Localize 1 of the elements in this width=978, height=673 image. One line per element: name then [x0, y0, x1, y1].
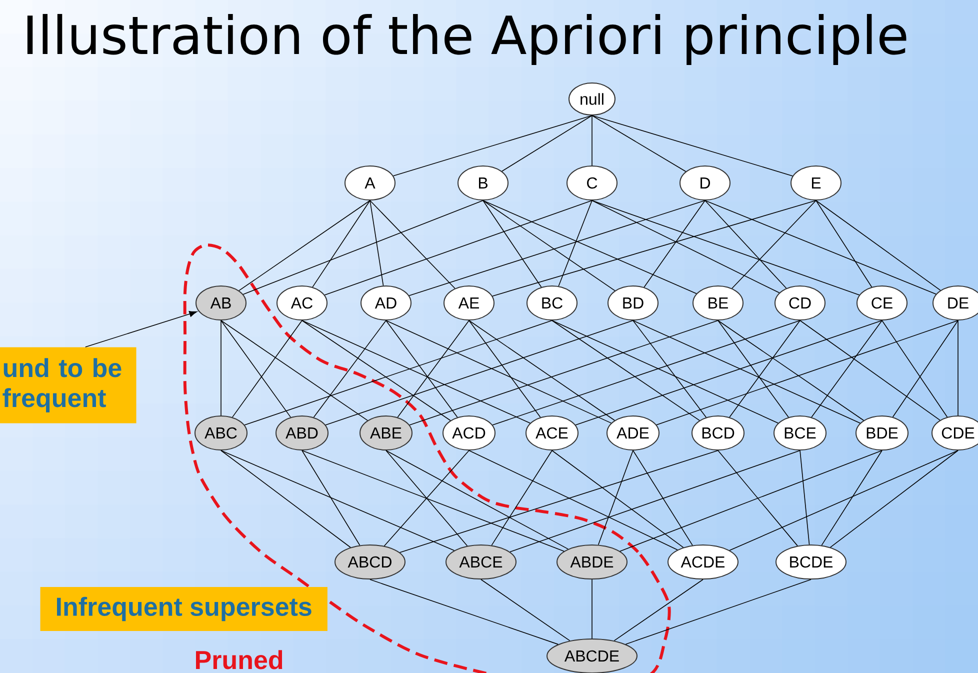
title: Illustration of the Apriori principle: [27, 14, 906, 65]
